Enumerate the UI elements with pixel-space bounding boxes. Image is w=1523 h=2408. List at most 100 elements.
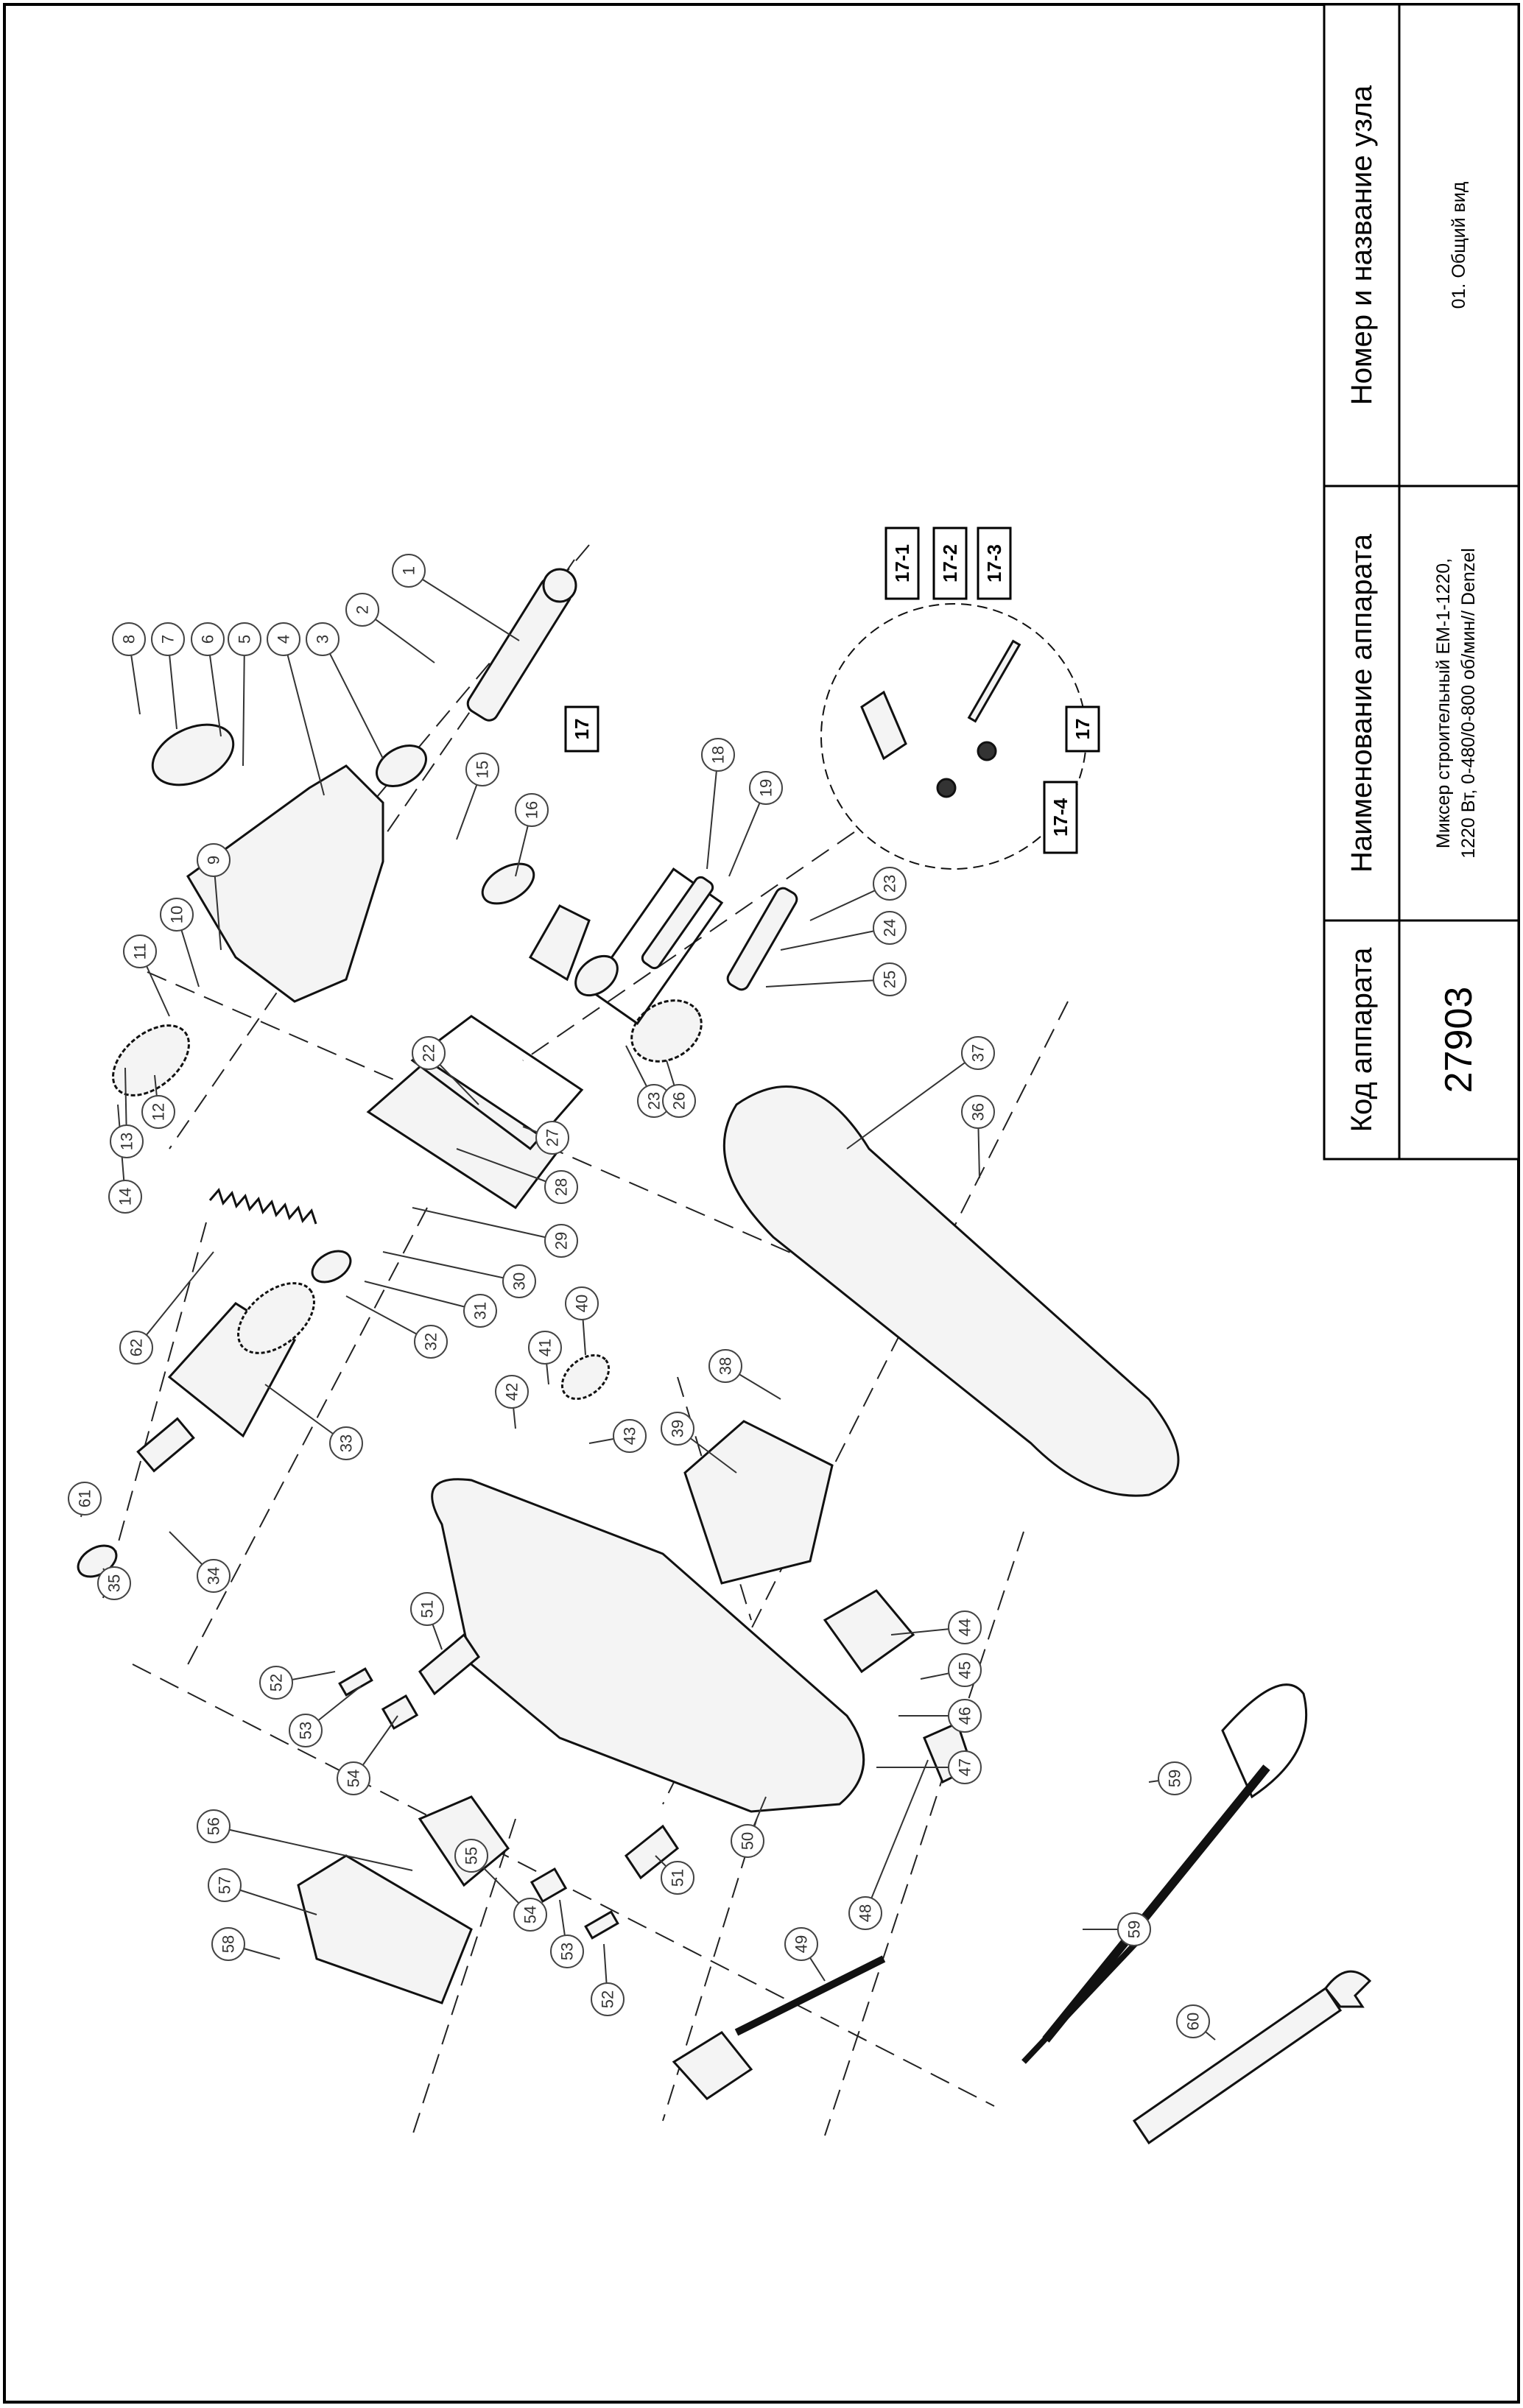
part-callout-4: 4: [267, 622, 300, 656]
title-block-frame: [1323, 3, 1520, 1161]
callout-circle: [535, 1121, 569, 1155]
callout-number: 39: [669, 1420, 687, 1437]
part-callout-56: 56: [197, 1809, 231, 1843]
armature-part: [136, 1282, 315, 1473]
callout-number: 12: [150, 1103, 168, 1121]
callout-circle: [544, 1170, 578, 1204]
callout-circle: [661, 1412, 694, 1446]
gasket-part: [410, 1015, 584, 1151]
box-frame: [1043, 781, 1078, 854]
part-callout-40: 40: [565, 1286, 599, 1320]
callout-circle: [160, 898, 194, 932]
part-callout-1: 1: [392, 554, 426, 588]
callout-circle: [873, 962, 907, 996]
callout-circle: [110, 1124, 144, 1158]
part-callout-59: 59: [1117, 1912, 1151, 1946]
callout-circle: [267, 622, 300, 656]
box-frame: [564, 705, 599, 753]
part-callout-7: 7: [151, 622, 185, 656]
switch-17-part: [528, 904, 591, 982]
callout-number: 56: [205, 1817, 223, 1835]
part-callout-51: 51: [410, 1592, 444, 1626]
power-cord-part: [672, 1955, 886, 2100]
part-callout-59: 59: [1158, 1761, 1192, 1795]
part-callout-3: 3: [306, 622, 340, 656]
callout-number: 5: [236, 635, 254, 644]
part-callout-60: 60: [1176, 2004, 1210, 2038]
callout-circle: [465, 753, 499, 786]
box-label-17-1: 17-1: [884, 527, 920, 600]
spindle-part: [466, 568, 577, 722]
brush-53-lower: [584, 1910, 619, 1940]
callout-circle: [345, 593, 379, 627]
part-callout-33: 33: [329, 1426, 363, 1460]
callout-circle: [961, 1036, 995, 1070]
part-callout-53: 53: [550, 1935, 584, 1968]
callout-number: 53: [558, 1943, 577, 1960]
callout-number: 1: [400, 566, 418, 575]
part-callout-44: 44: [948, 1610, 982, 1644]
callout-number: 15: [474, 761, 492, 778]
mixing-paddle-part: [1021, 1683, 1308, 2064]
callout-number: 59: [1166, 1770, 1184, 1787]
part-callout-16: 16: [515, 793, 549, 827]
callout-circle: [948, 1699, 982, 1733]
part-callout-41: 41: [528, 1331, 562, 1365]
part-callout-47: 47: [948, 1750, 982, 1784]
detail-17-4-part: [936, 778, 957, 798]
part-callouts: 1234567891011121314151618192223232425262…: [68, 554, 1210, 2038]
part-callout-18: 18: [701, 738, 735, 772]
callout-number: 48: [857, 1904, 875, 1922]
part-callout-30: 30: [502, 1264, 536, 1298]
callout-number: 41: [536, 1339, 555, 1356]
callout-circle: [1158, 1761, 1192, 1795]
callout-circle: [1117, 1912, 1151, 1946]
wrench-part: [1132, 1970, 1372, 2145]
callout-circle: [97, 1566, 131, 1600]
callout-circle: [259, 1666, 293, 1700]
device-header: Наименование аппарата: [1346, 533, 1378, 873]
callout-number: 40: [573, 1295, 591, 1312]
part-callout-24: 24: [873, 911, 907, 945]
switch-44-part: [823, 1589, 915, 1674]
callout-number: 54: [345, 1770, 363, 1787]
callout-number: 38: [717, 1357, 735, 1375]
callout-circle: [197, 1809, 231, 1843]
callout-number: 7: [159, 635, 177, 644]
detail-17-3-part: [967, 639, 1021, 723]
callout-circle: [513, 1898, 547, 1932]
part-callout-29: 29: [544, 1224, 578, 1258]
part-callout-19: 19: [749, 771, 783, 805]
callout-circle: [112, 622, 146, 656]
box-frame: [884, 527, 920, 600]
callout-circle: [337, 1761, 370, 1795]
callout-number: 13: [118, 1133, 136, 1150]
field-coil-part: [683, 1420, 834, 1585]
callout-number: 27: [544, 1129, 562, 1147]
callout-number: 8: [120, 635, 138, 644]
callout-number: 49: [792, 1935, 811, 1953]
callout-circle: [151, 622, 185, 656]
callout-number: 57: [216, 1876, 234, 1894]
callout-number: 52: [267, 1674, 286, 1691]
callout-circle: [68, 1482, 102, 1515]
callout-circle: [961, 1095, 995, 1129]
part-callout-14: 14: [108, 1180, 142, 1214]
callout-number: 45: [956, 1661, 974, 1679]
callout-number: 44: [956, 1619, 974, 1636]
part-callout-11: 11: [123, 934, 157, 968]
box-label-17: 17: [564, 705, 599, 753]
callout-circle: [565, 1286, 599, 1320]
callout-circle: [329, 1426, 363, 1460]
part-callout-10: 10: [160, 898, 194, 932]
box-text: 17: [571, 719, 593, 740]
plate-51-upper: [418, 1633, 480, 1696]
end-cap-part: [297, 1854, 473, 2004]
gear-40-part: [560, 1353, 611, 1401]
callout-circle: [108, 1180, 142, 1214]
handle-37-part: [722, 1085, 1180, 1497]
callout-circle: [119, 1331, 153, 1365]
part-callout-55: 55: [454, 1839, 488, 1873]
callout-number: 32: [422, 1333, 440, 1351]
